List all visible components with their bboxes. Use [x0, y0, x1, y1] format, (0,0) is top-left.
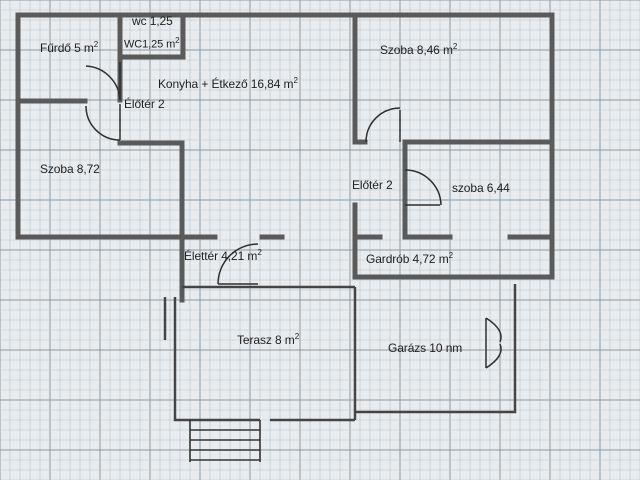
entrance-stairs [189, 420, 261, 462]
door-szoba-872 [85, 104, 121, 141]
room-label-eloter-right: Előtér 2 [352, 178, 393, 192]
room-label-terasz: Terasz 8 m2 [237, 332, 300, 347]
room-label-wc-bottom: WC1,25 m2 [124, 36, 180, 51]
door-szoba-644 [404, 169, 442, 206]
door-bathroom [85, 62, 121, 101]
room-label-szoba-872: Szoba 8,72 [40, 162, 100, 176]
door-garage [485, 317, 502, 369]
room-label-garazs: Garázs 10 nm [388, 341, 463, 355]
room-label-konyha: Konyha + Étkező 16,84 m2 [158, 76, 298, 91]
terrace-garage-lines [163, 284, 517, 422]
walls [15, 12, 555, 303]
room-label-eloter-left: Élőtér 2 [124, 97, 165, 111]
doors [85, 62, 502, 369]
garage-outline [355, 284, 517, 414]
door-eletter [217, 243, 259, 285]
room-label-gardrob: Gardrób 4,72 m2 [366, 251, 454, 266]
room-label-eletter: Élettér 4,21 m2 [184, 248, 262, 263]
room-label-furdo: Fűrdő 5 m2 [40, 40, 99, 55]
terrace-left-bottom [173, 297, 260, 422]
room-label-wc-top: wc 1,25 [132, 14, 173, 28]
door-szoba-846 [365, 107, 401, 143]
room-label-szoba-846: Szoba 8,46 m2 [380, 42, 458, 57]
room-label-szoba-644: szoba 6,44 [452, 181, 510, 195]
